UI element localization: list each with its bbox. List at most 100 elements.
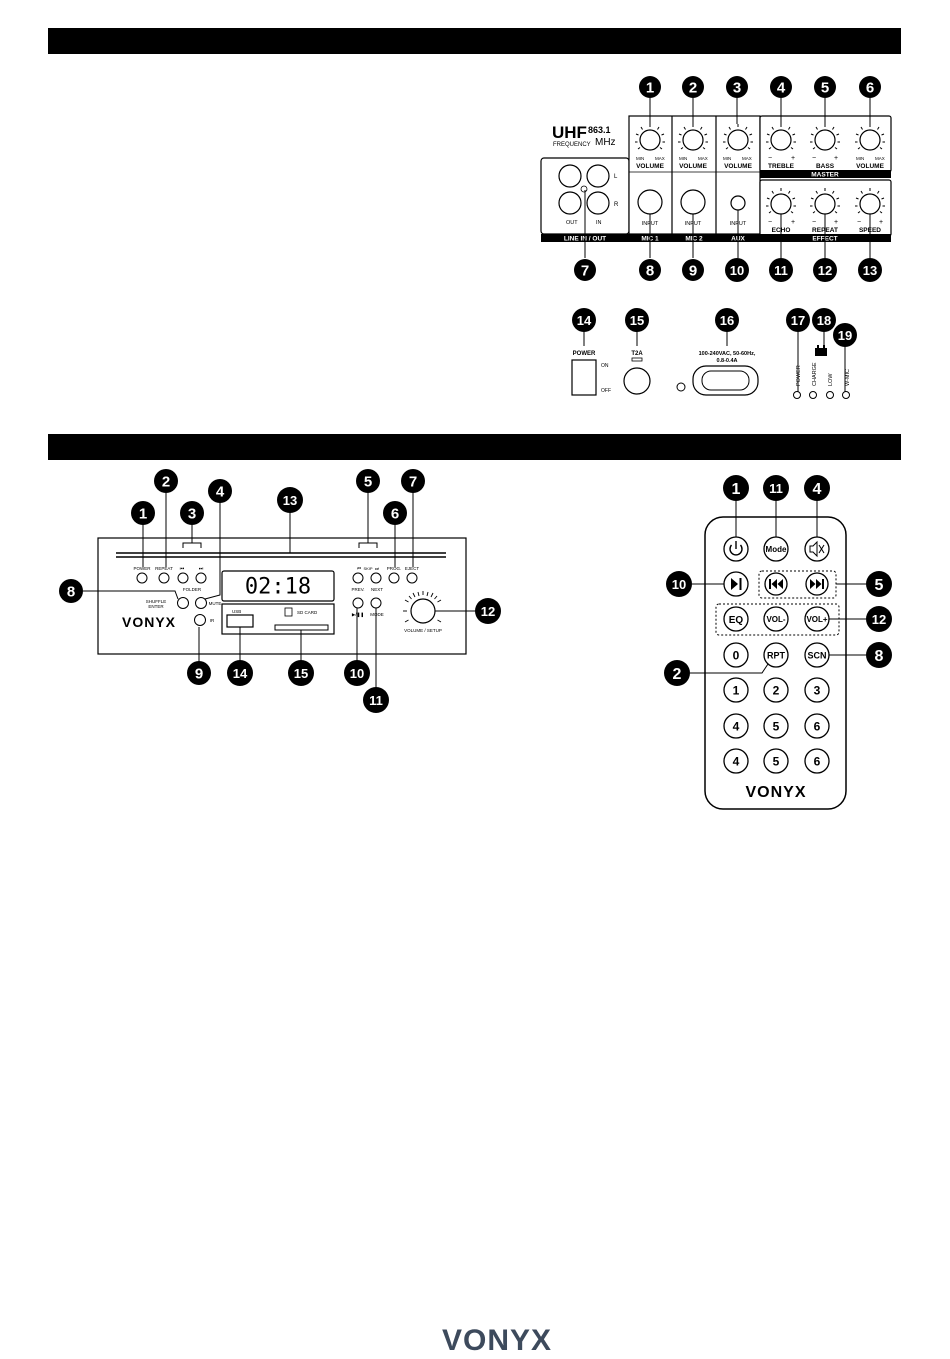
svg-text:⏭: ⏭ [375,566,379,571]
svg-text:POWER: POWER [796,365,802,386]
svg-text:−: − [768,155,772,162]
svg-text:6: 6 [391,506,399,523]
callout-rear-19: 19 [833,323,857,347]
svg-text:10: 10 [730,263,744,278]
svg-text:2: 2 [773,684,780,698]
callout-rear-5: 5 [814,76,836,98]
remote-power-button [723,536,749,562]
svg-text:4: 4 [216,484,225,501]
svg-text:12: 12 [872,612,886,627]
remote-play-pause-button [723,571,749,597]
mic1-input-jack [637,189,663,215]
svg-text:⏮: ⏮ [357,566,361,571]
front-display [221,570,335,602]
callout-front-13: 13 [277,487,303,513]
svg-text:+: + [791,155,795,162]
callout-front-5: 5 [356,469,380,493]
svg-text:4: 4 [733,755,740,769]
svg-text:1: 1 [646,80,654,97]
svg-text:SCN: SCN [807,651,826,661]
remote-eq-button: EQ [723,606,749,632]
svg-text:−: − [812,155,816,162]
svg-text:OUT: OUT [566,220,578,226]
svg-text:MAX: MAX [698,156,708,161]
svg-text:USB: USB [232,609,241,614]
svg-text:14: 14 [233,666,248,681]
svg-text:CHARGE: CHARGE [812,362,818,386]
svg-text:14: 14 [577,313,592,328]
remote-next-button [805,572,829,596]
front-next-button [370,572,382,584]
callout-remote-11: 11 [763,475,789,501]
svg-text:MIN: MIN [856,156,864,161]
footer-brand: VONYX [442,1324,552,1357]
svg-text:IN: IN [596,220,602,226]
svg-text:POWER: POWER [573,351,596,357]
remote-key-1: 1 [723,677,749,703]
callout-front-14: 14 [227,660,253,686]
svg-text:SKIP: SKIP [363,566,372,571]
svg-text:5: 5 [364,474,372,491]
callout-front-1: 1 [131,501,155,525]
callout-rear-18: 18 [812,308,836,332]
svg-text:RPT: RPT [767,651,786,661]
svg-text:5: 5 [773,755,780,769]
svg-text:10: 10 [672,577,686,592]
svg-text:1: 1 [732,481,741,498]
callout-rear-13: 13 [858,258,882,282]
callout-rear-9: 9 [682,259,704,281]
callout-remote-10: 10 [666,571,692,597]
front-shuffle-enter-button [177,597,189,609]
svg-text:100-240VAC, 50-60Hz,: 100-240VAC, 50-60Hz, [699,351,756,357]
uhf-label: UHF [552,123,587,142]
svg-text:+: + [791,219,795,226]
callout-front-12: 12 [475,598,501,624]
svg-text:13: 13 [863,263,877,278]
callout-front-3: 3 [180,501,204,525]
callout-rear-15: 15 [625,308,649,332]
front-prev-button [352,572,364,584]
remote-brand: VONYX [745,784,806,801]
footer-logo: VONYX [442,1324,552,1357]
charge-led [809,391,817,399]
front-panel-diagram: POWER REPEAT ⏮ ⏭ FOLDER SHUFFLE ENTER MU… [59,469,501,713]
svg-text:7: 7 [581,263,589,280]
svg-text:VOLUME / SETUP: VOLUME / SETUP [404,628,442,633]
svg-text:8: 8 [875,648,884,665]
svg-text:▶/❚❚: ▶/❚❚ [352,612,364,618]
svg-text:⏮: ⏮ [180,566,185,572]
svg-text:7: 7 [409,474,417,491]
svg-text:POWER: POWER [133,566,151,571]
svg-text:R: R [614,202,619,208]
svg-text:PROG.: PROG. [387,566,402,571]
remote-prev-button [764,572,788,596]
remote-key-4: 4 [723,713,749,739]
callout-front-7: 7 [401,469,425,493]
remote-key-2: 2 [763,677,789,703]
svg-text:9: 9 [195,666,203,683]
remote-mute-button [804,536,830,562]
callout-rear-8: 8 [639,259,661,281]
mic2-input-jack [680,189,706,215]
svg-text:MODE: MODE [370,612,384,617]
remote-vol-minus-button: VOL- [763,606,789,632]
callout-front-11: 11 [363,687,389,713]
callout-rear-4: 4 [770,76,792,98]
svg-text:T2A: T2A [631,351,643,357]
svg-text:MIN: MIN [723,156,731,161]
ir-sensor [194,614,206,626]
callout-rear-12: 12 [813,258,837,282]
remote-scn-button: SCN [804,642,830,668]
front-prog-button [388,572,400,584]
sd-card-slot [274,624,329,631]
svg-text:VOLUME: VOLUME [856,163,884,170]
front-mute-button [195,597,207,609]
remote-diagram: Mode [664,475,892,810]
svg-text:VOLUME: VOLUME [724,163,752,170]
callout-rear-2: 2 [682,76,704,98]
svg-text:10: 10 [350,666,364,681]
svg-text:15: 15 [294,666,308,681]
svg-text:3: 3 [733,80,741,97]
svg-text:−: − [812,219,816,226]
